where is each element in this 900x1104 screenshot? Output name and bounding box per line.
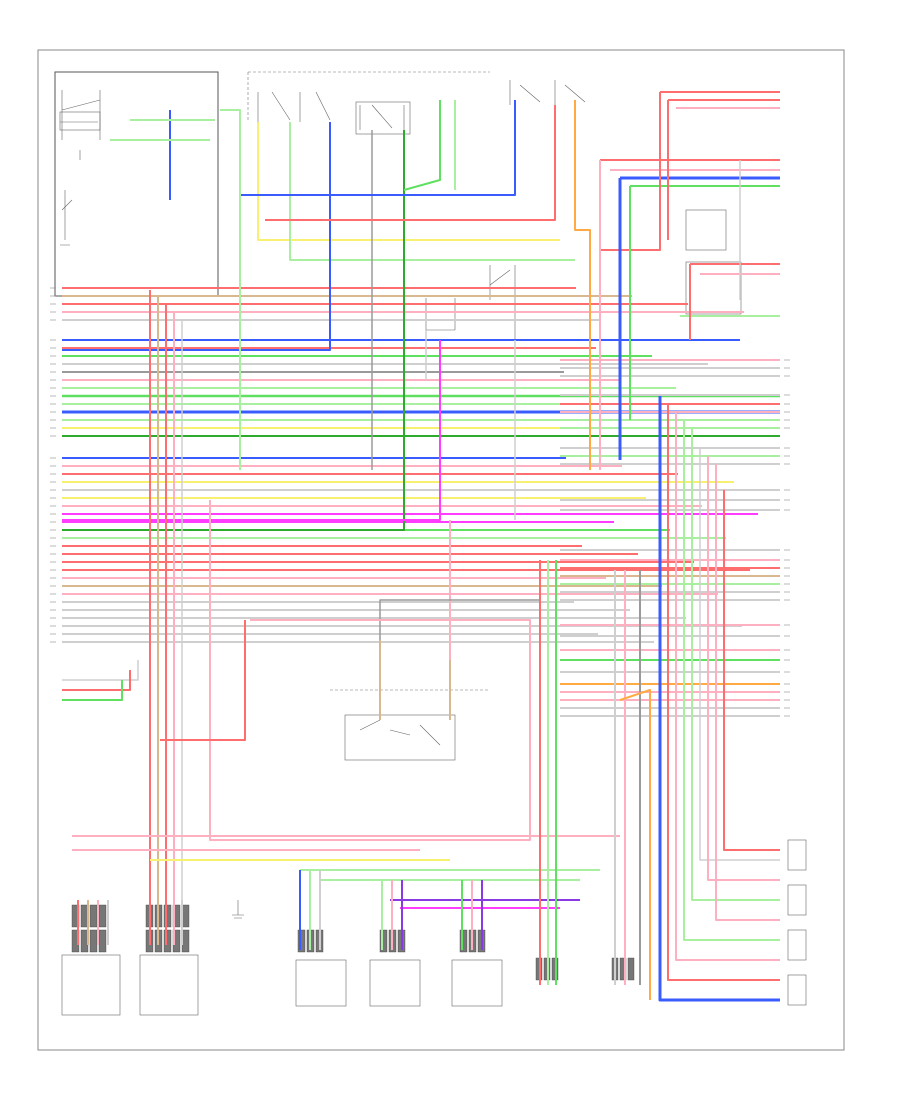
right-pin-ticks bbox=[784, 359, 790, 717]
connector-pin bbox=[297, 929, 306, 953]
connector-pin bbox=[627, 957, 635, 981]
coil-pack-3 bbox=[787, 929, 807, 961]
wire-lightgreen-113 bbox=[220, 109, 241, 470]
wire-red-102 bbox=[723, 490, 780, 851]
relay-coil-symbol bbox=[59, 111, 101, 131]
left-pin-ticks bbox=[50, 287, 56, 643]
connector-pin bbox=[98, 929, 107, 953]
wire-magenta-118 bbox=[62, 340, 441, 521]
wire-red-111 bbox=[265, 105, 556, 221]
sensor-3-body bbox=[451, 959, 503, 1007]
wire-red-95 bbox=[667, 404, 780, 981]
wire-yellow-103 bbox=[257, 122, 560, 241]
instrument-cluster-border bbox=[247, 71, 490, 120]
wire-lightgreen-97 bbox=[683, 420, 780, 941]
sensor-1-body bbox=[295, 959, 347, 1007]
wire-blue-94 bbox=[658, 396, 780, 1002]
relay-contact-symbol bbox=[60, 90, 101, 160]
wire-lightgreen-104 bbox=[289, 122, 575, 261]
connector-pin bbox=[80, 904, 89, 928]
diagram-border bbox=[37, 49, 845, 1051]
coil-pack-1 bbox=[787, 839, 807, 871]
wire-pink-101 bbox=[715, 464, 780, 921]
cluster-switch-contacts bbox=[257, 91, 405, 130]
aux-relay-contacts bbox=[509, 80, 586, 105]
connector-pin bbox=[181, 904, 190, 928]
wire-darkgreen-107 bbox=[62, 130, 405, 531]
connector-pin bbox=[163, 904, 172, 928]
connector-pin bbox=[80, 929, 89, 953]
connector-pin bbox=[89, 929, 98, 953]
wire-pink-100 bbox=[707, 456, 780, 881]
wire-green-131 bbox=[62, 680, 123, 701]
wire-blue-110 bbox=[240, 100, 516, 196]
wire-green-108 bbox=[403, 100, 441, 191]
connector-pin bbox=[89, 904, 98, 928]
wire-lightgray-99 bbox=[699, 448, 780, 861]
right-relay-2 bbox=[685, 261, 742, 315]
injector-2-body bbox=[139, 954, 199, 1016]
wire-orange-165 bbox=[619, 689, 651, 1000]
coil-pack-4 bbox=[787, 974, 807, 1006]
wire-red-133 bbox=[160, 620, 246, 741]
wire-traces bbox=[62, 91, 780, 1002]
right-relay-1 bbox=[685, 209, 727, 251]
connector-pin bbox=[459, 929, 468, 953]
sensor-2-body bbox=[369, 959, 421, 1007]
wire-pink-96 bbox=[675, 412, 780, 961]
wire-pink-132 bbox=[209, 500, 531, 841]
injector-1-body bbox=[61, 954, 121, 1016]
wire-lightgray-129 bbox=[62, 660, 139, 681]
connector-pin bbox=[379, 929, 388, 953]
wire-gray-123 bbox=[379, 599, 540, 640]
connector-pin bbox=[181, 929, 190, 953]
cruise-switch-box bbox=[355, 101, 411, 135]
brake-switch-symbol bbox=[489, 265, 516, 340]
pcm-body bbox=[344, 714, 456, 761]
connector-pin bbox=[98, 904, 107, 928]
aux-sensor-symbol bbox=[425, 298, 456, 331]
connector-pin bbox=[163, 929, 172, 953]
wire-orange-112 bbox=[574, 100, 591, 470]
wire-blue-105 bbox=[62, 122, 331, 351]
ground-symbol bbox=[232, 900, 244, 919]
wire-red-130 bbox=[62, 670, 131, 691]
coil-pack-2 bbox=[787, 884, 807, 916]
bottom-connectors bbox=[71, 904, 635, 981]
fuse-symbol bbox=[60, 190, 73, 246]
wire-lightgreen-98 bbox=[691, 428, 780, 901]
pcm-internal bbox=[359, 719, 441, 746]
